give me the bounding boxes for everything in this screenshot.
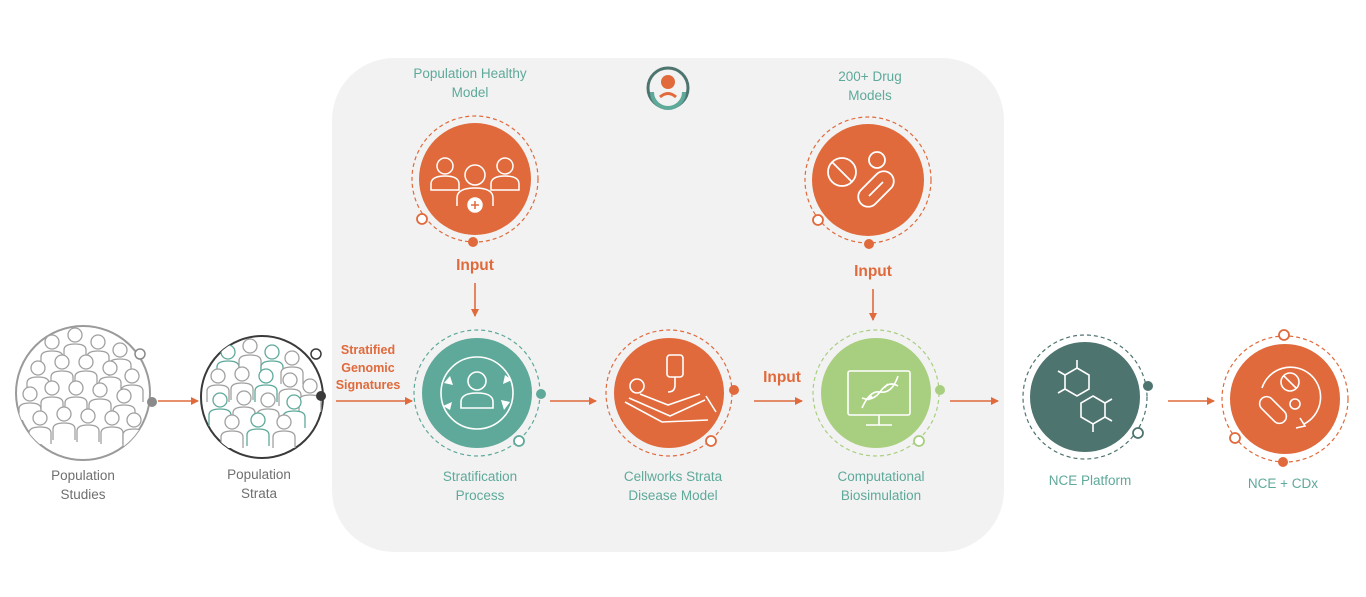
- population-strata-label: Population Strata: [227, 467, 291, 501]
- input-label-healthy: Input: [456, 257, 494, 274]
- nce-platform-label: NCE Platform: [1048, 473, 1132, 488]
- drug-models-label: 200+ Drug Models: [838, 69, 902, 103]
- input-label-model: Input: [763, 369, 801, 386]
- input-label-drug: Input: [854, 263, 892, 280]
- dna-monitor-icon: [812, 329, 945, 457]
- cellworks-model-label: Cellworks Strata Disease Model: [623, 469, 723, 503]
- crowd-icon: [15, 325, 157, 461]
- healthy-people-icon: [411, 115, 539, 247]
- nce-cdx-label: NCE + CDx: [1247, 476, 1319, 491]
- stratified-crowd-icon: [200, 335, 326, 459]
- pills-icon: [804, 116, 932, 249]
- cellworks-logo-icon: [646, 66, 690, 110]
- stratified-signatures-label: Stratified Genomic Signatures: [335, 343, 401, 392]
- stratification-process-label: Stratification Process: [442, 469, 518, 503]
- patient-bed-iv-icon: [605, 329, 739, 457]
- computational-biosimulation-label: Computational Biosimulation: [837, 469, 925, 503]
- pill-refresh-icon: [1221, 329, 1349, 467]
- molecule-icon: [1022, 334, 1153, 460]
- flow-arrows: [158, 283, 1215, 405]
- population-studies-label: Population Studies: [51, 468, 115, 502]
- person-cycle-icon: [413, 329, 546, 457]
- population-healthy-model-label: Population Healthy Model: [413, 66, 527, 100]
